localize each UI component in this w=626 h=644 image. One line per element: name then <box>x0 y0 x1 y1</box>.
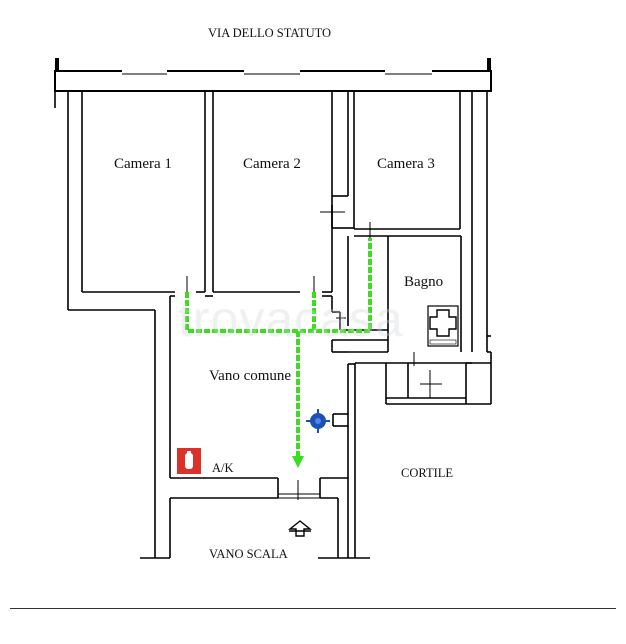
walls <box>54 58 492 92</box>
evacuation-route <box>185 238 372 456</box>
door-symbols <box>186 211 442 500</box>
you-are-here-marker-icon <box>306 409 330 433</box>
route-arrow-icon <box>292 456 304 468</box>
area-label-cortile: CORTILE <box>401 466 454 480</box>
room-label-camera-1: Camera 1 <box>114 156 172 172</box>
area-label-vano-scala: VANO SCALA <box>209 547 288 561</box>
street-label: VIA DELLO STATUTO <box>208 26 332 40</box>
watermark: trovacasa <box>178 291 404 347</box>
exit-arrow-icon <box>288 520 312 537</box>
extinguisher-label: A/K <box>212 461 234 475</box>
room-label-bagno: Bagno <box>404 274 444 290</box>
room-label-camera-3: Camera 3 <box>377 156 435 172</box>
room-label-camera-2: Camera 2 <box>243 156 301 172</box>
fire-extinguisher-icon <box>177 448 201 474</box>
first-aid-kit-icon <box>427 305 459 347</box>
frame-border <box>10 608 616 609</box>
room-label-vano-comune: Vano comune <box>209 368 292 384</box>
